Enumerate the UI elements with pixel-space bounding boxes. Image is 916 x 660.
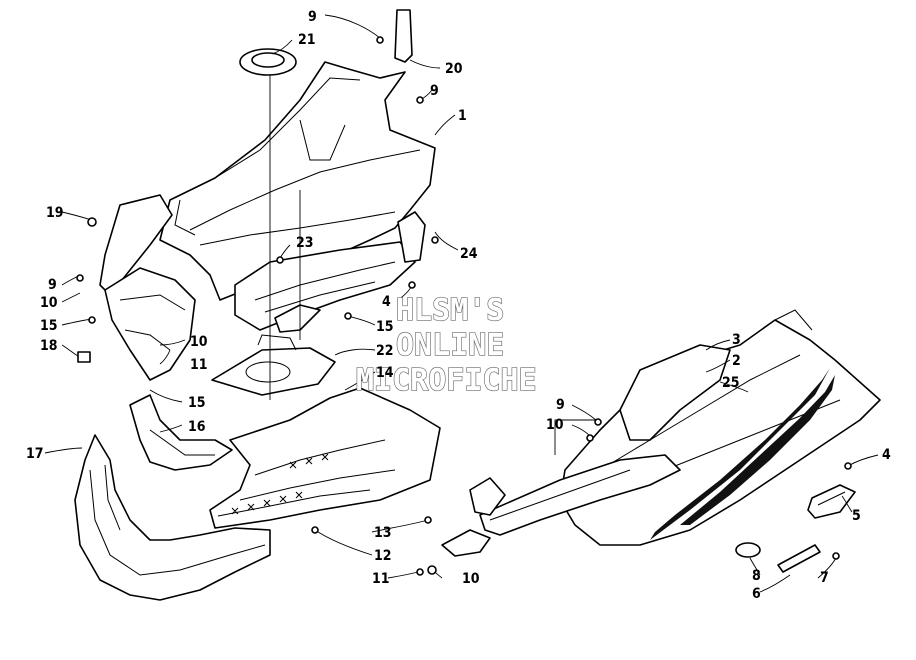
hardware-fasteners [76, 36, 852, 576]
running-board [441, 454, 681, 557]
callout-c8: 8 [752, 568, 761, 584]
callout-c2: 2 [732, 353, 741, 369]
small-reflector [735, 542, 761, 558]
front-bumper [74, 434, 271, 601]
callout-c19: 19 [46, 205, 64, 221]
callout-c11b: 11 [372, 571, 390, 587]
callout-c1: 1 [458, 108, 467, 124]
watermark-line-2: ONLINE [396, 328, 504, 363]
callout-c10c: 10 [546, 417, 564, 433]
callout-c22: 22 [376, 343, 394, 359]
callout-c14: 14 [376, 365, 394, 381]
rubber-ring [239, 48, 297, 76]
callout-c10b: 10 [190, 334, 208, 350]
callout-c17: 17 [26, 446, 44, 462]
callout-c4b: 4 [882, 447, 891, 463]
callout-c24: 24 [460, 246, 478, 262]
callouts: 9 21 20 9 1 19 23 24 9 10 4 15 15 10 18 … [26, 9, 891, 602]
console-housing [99, 61, 436, 381]
callout-c9a: 9 [308, 9, 317, 25]
callout-c16: 16 [188, 419, 206, 435]
trim-strip [777, 544, 821, 573]
callout-c6: 6 [752, 586, 761, 602]
mount-plate [211, 334, 336, 396]
watermark-line-3: MICROFICHE [356, 363, 537, 398]
callout-c20: 20 [445, 61, 463, 77]
callout-c11a: 11 [190, 357, 208, 373]
hatch-marks [231, 453, 329, 515]
callout-c12: 12 [374, 548, 392, 564]
callout-c9d: 9 [556, 397, 565, 413]
callout-c18: 18 [40, 338, 58, 354]
callout-c13: 13 [374, 525, 392, 541]
callout-c9b: 9 [430, 83, 439, 99]
callout-c3: 3 [732, 332, 741, 348]
callout-c4a: 4 [382, 294, 391, 310]
callout-c23: 23 [296, 235, 314, 251]
callout-c25: 25 [722, 375, 740, 391]
callout-c15c: 15 [188, 395, 206, 411]
callout-c15a: 15 [376, 319, 394, 335]
callout-c10a: 10 [40, 295, 58, 311]
callout-c21: 21 [298, 32, 316, 48]
callout-c10d: 10 [462, 571, 480, 587]
callout-c9c: 9 [48, 277, 57, 293]
watermark: HLSM'S ONLINE MICROFICHE [355, 292, 537, 398]
reflector [807, 484, 856, 519]
mount-bracket [394, 9, 413, 63]
front-bracket [129, 394, 233, 471]
callout-c7: 7 [820, 570, 829, 586]
callout-c5: 5 [852, 508, 861, 524]
callout-c15b: 15 [40, 318, 58, 334]
watermark-line-1: HLSM'S [396, 293, 504, 328]
lower-belly-pan [209, 387, 441, 529]
